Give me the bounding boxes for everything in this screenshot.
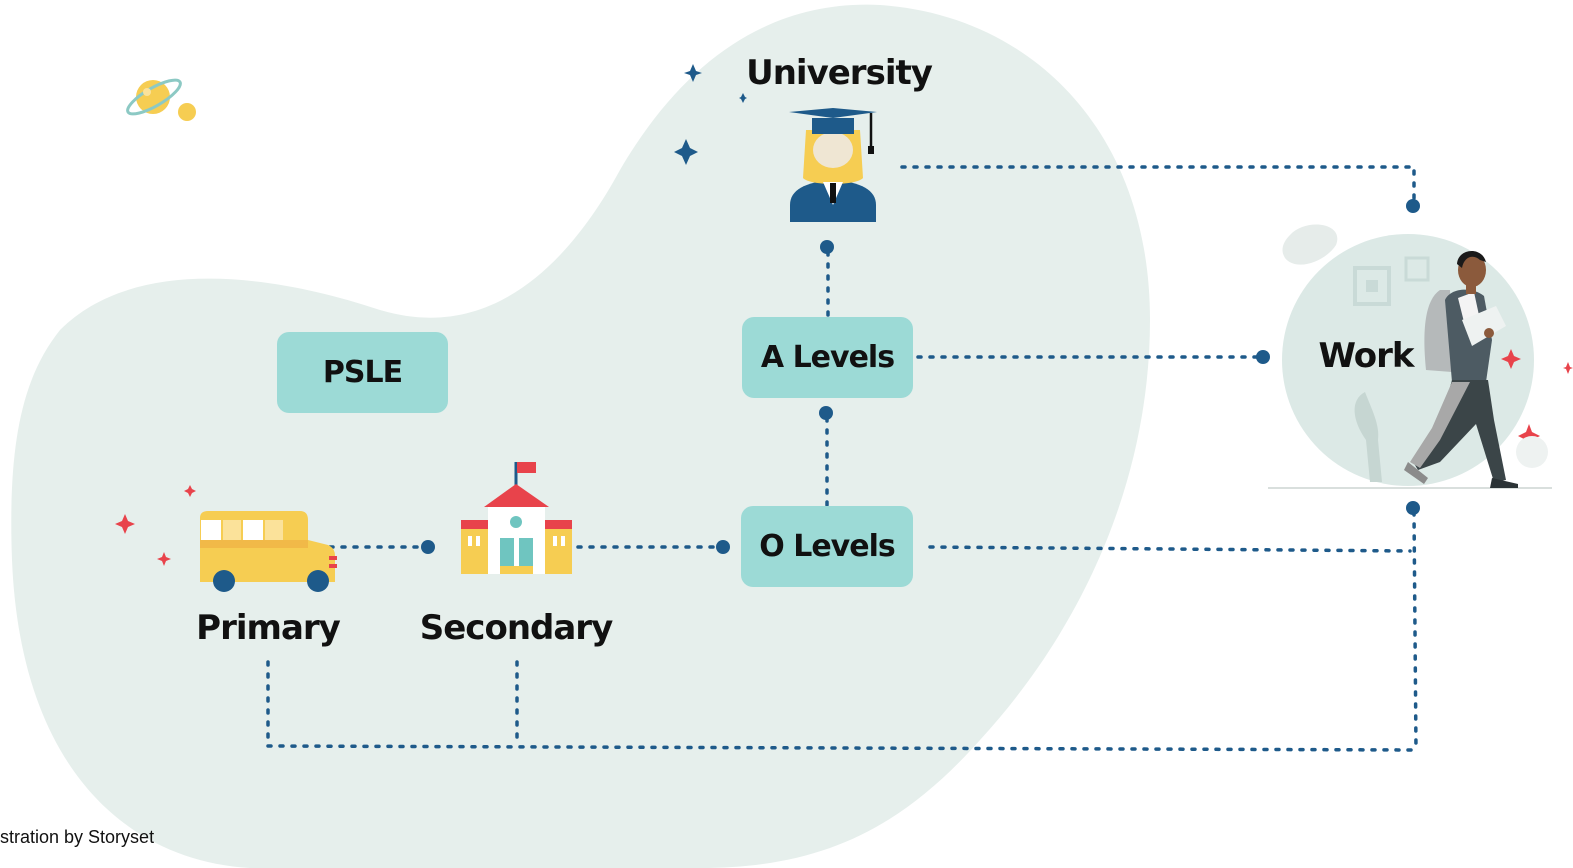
o-levels-box: O Levels: [741, 506, 913, 587]
dot: [1406, 501, 1420, 515]
sparkle-icon: [684, 64, 702, 82]
sparkle-icon: [674, 139, 698, 165]
dot: [819, 406, 833, 420]
school-building-icon: [461, 462, 572, 574]
dot: [1256, 350, 1270, 364]
sparkle-icon: [739, 93, 747, 103]
psle-label: PSLE: [322, 355, 403, 390]
sparkle-icon: [1563, 362, 1573, 374]
dot: [1406, 199, 1420, 213]
graduate-icon: [789, 108, 877, 222]
sparkle-icon: [184, 485, 196, 497]
sparkle-icon: [115, 514, 135, 534]
sparkle-icon: [157, 552, 171, 566]
psle-box: PSLE: [277, 332, 448, 413]
a-levels-label: A Levels: [760, 340, 895, 375]
o-levels-label: O Levels: [759, 529, 895, 564]
dot: [716, 540, 730, 554]
primary-label: Primary: [196, 608, 341, 648]
work-bubble-splash: [1282, 224, 1338, 265]
connector-primary-down: [266, 660, 1416, 752]
connector-dots: [421, 199, 1420, 554]
a-levels-box: A Levels: [742, 317, 913, 398]
illustration-credit: stration by Storyset: [0, 827, 155, 847]
sparkle-icons: [115, 64, 1573, 566]
university-label: University: [746, 53, 933, 93]
dot: [820, 240, 834, 254]
sparkle-icon: [1501, 349, 1521, 369]
background-blob: [11, 4, 1150, 868]
sparkle-icon: [1518, 424, 1540, 448]
connector-work-down: [1412, 510, 1418, 752]
walking-worker-icon: [1353, 250, 1548, 488]
planet-icon: [126, 78, 196, 121]
secondary-label: Secondary: [419, 608, 613, 648]
dot: [421, 540, 435, 554]
connectors: [266, 165, 1418, 752]
connector-olevels-work: [928, 545, 1412, 553]
work-label: Work: [1318, 336, 1414, 376]
school-bus-icon: [200, 511, 337, 592]
connector-university-work: [900, 165, 1416, 202]
